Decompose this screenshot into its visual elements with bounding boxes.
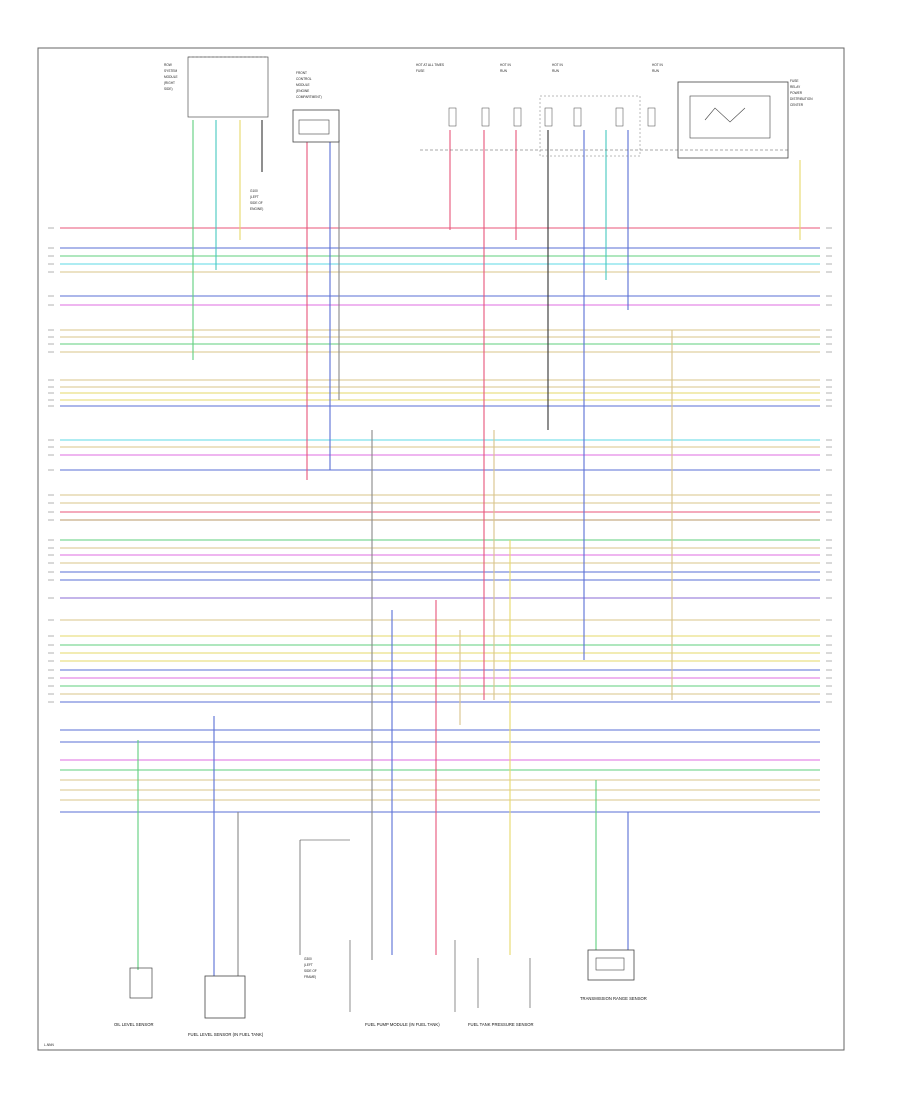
svg-text:SIDE): SIDE)	[164, 87, 173, 91]
oil-level-sensor: OIL LEVEL SENSOR	[114, 967, 154, 1027]
svg-text:ROW: ROW	[164, 63, 172, 67]
svg-text:CONTROL: CONTROL	[296, 77, 312, 81]
power-distribution-center: HOT AT ALL TIMES FUSE HOT IN RUN HOT IN …	[416, 63, 813, 159]
svg-text:FUSE: FUSE	[790, 79, 799, 83]
svg-text:ENGINE): ENGINE)	[250, 207, 263, 211]
control-module-box: FRONT CONTROL MODULE (ENGINE COMPARTMENT…	[292, 71, 340, 143]
top-left-connector: ROW SYSTEM MODULE (RIGHT SIDE)	[164, 56, 269, 118]
svg-text:RUN: RUN	[552, 69, 560, 73]
svg-text:DISTRIBUTION: DISTRIBUTION	[790, 97, 813, 101]
diagram-frame	[37, 47, 845, 1051]
transmission-range-sensor-label: TRANSMISSION RANGE SENSOR	[580, 996, 647, 1001]
svg-text:(LEFT: (LEFT	[304, 963, 313, 967]
svg-text:SIDE OF: SIDE OF	[304, 969, 317, 973]
svg-text:HOT IN: HOT IN	[552, 63, 563, 67]
ground-component: G300 (LEFT SIDE OF FRAME)	[299, 839, 350, 979]
svg-text:RELAY: RELAY	[790, 85, 801, 89]
svg-text:G100: G100	[250, 189, 258, 193]
svg-text:POWER: POWER	[790, 91, 803, 95]
fuse-symbols	[448, 107, 656, 127]
svg-text:HOT IN: HOT IN	[652, 63, 663, 67]
svg-text:HOT IN: HOT IN	[500, 63, 511, 67]
svg-text:COMPARTMENT): COMPARTMENT)	[296, 95, 322, 99]
fuel-pump-module: FUEL PUMP MODULE (IN FUEL TANK)	[349, 940, 456, 1027]
svg-text:SIDE OF: SIDE OF	[250, 201, 263, 205]
svg-text:HOT AT ALL TIMES: HOT AT ALL TIMES	[416, 63, 444, 67]
vertical-wire-group	[137, 120, 801, 980]
svg-text:FRONT: FRONT	[296, 71, 307, 75]
svg-text:FRAME): FRAME)	[304, 975, 316, 979]
svg-text:FUSE: FUSE	[416, 69, 425, 73]
svg-text:MODULE: MODULE	[164, 75, 178, 79]
fuel-pump-module-label: FUEL PUMP MODULE (IN FUEL TANK)	[365, 1022, 440, 1027]
svg-text:(RIGHT: (RIGHT	[164, 81, 175, 85]
svg-text:(LEFT: (LEFT	[250, 195, 259, 199]
fuel-tank-pressure-sensor-label: FUEL TANK PRESSURE SENSOR	[468, 1022, 534, 1027]
svg-text:RUN: RUN	[652, 69, 660, 73]
svg-text:(ENGINE: (ENGINE	[296, 89, 309, 93]
svg-text:MODULE: MODULE	[296, 83, 310, 87]
svg-text:G300: G300	[304, 957, 312, 961]
svg-text:RUN: RUN	[500, 69, 508, 73]
svg-text:SYSTEM: SYSTEM	[164, 69, 177, 73]
svg-text:CENTER: CENTER	[790, 103, 804, 107]
fuel-tank-pressure-sensor: FUEL TANK PRESSURE SENSOR	[468, 958, 534, 1027]
fuel-level-sensor: FUEL LEVEL SENSOR (IN FUEL TANK)	[188, 975, 264, 1037]
footer-code: L-NNN	[44, 1043, 54, 1047]
transmission-range-sensor: TRANSMISSION RANGE SENSOR	[580, 949, 647, 1001]
horizontal-wire-group	[48, 227, 832, 813]
fuel-level-sensor-label: FUEL LEVEL SENSOR (IN FUEL TANK)	[188, 1032, 264, 1037]
oil-level-sensor-label: OIL LEVEL SENSOR	[114, 1022, 154, 1027]
splice-labels: G100 (LEFT SIDE OF ENGINE)	[246, 185, 276, 227]
